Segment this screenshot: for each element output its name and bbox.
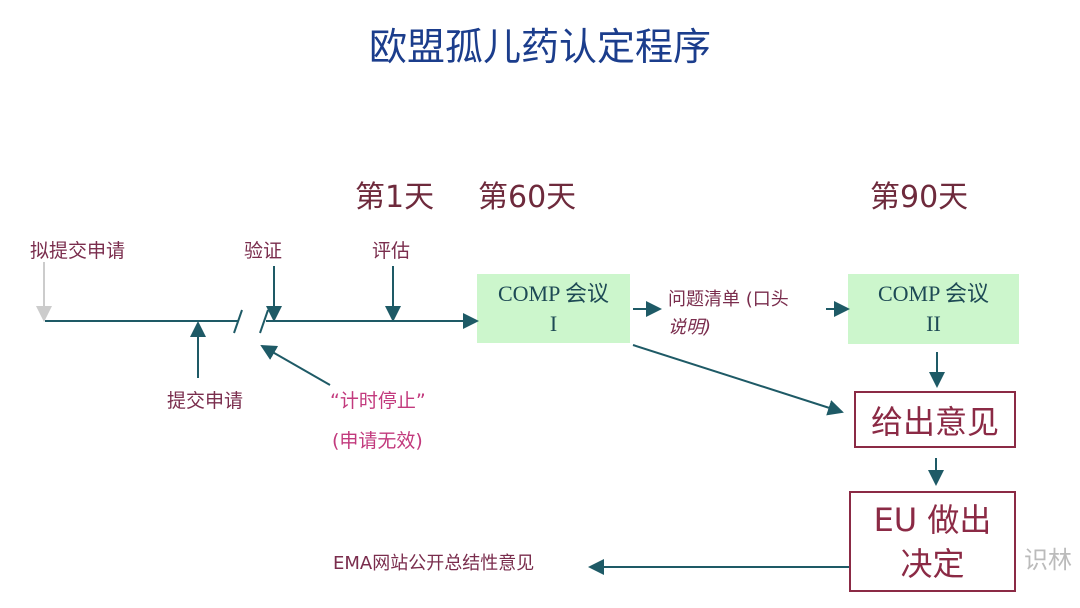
watermark: 识林 <box>1024 546 1072 574</box>
comp1-line1: COMP 会议 <box>497 280 610 306</box>
opinion-text: 给出意见 <box>870 402 999 441</box>
decision-line1: EU 做出 <box>873 500 992 539</box>
comp-meeting-2-box: COMP 会议 II <box>848 274 1019 344</box>
comp2-line1: COMP 会议 <box>877 281 990 306</box>
comp1-line2: I <box>549 310 558 336</box>
submit-label: 提交申请 <box>167 390 244 412</box>
ema-label: EMA网站公开总结性意见 <box>333 553 535 574</box>
pre-submit-label: 拟提交申请 <box>30 240 126 262</box>
assess-label: 评估 <box>372 240 411 262</box>
day-60-label: 第60天 <box>478 180 577 215</box>
comp-meeting-1-box: COMP 会议 I <box>477 274 630 343</box>
day-1-label: 第1天 <box>355 180 435 215</box>
questions-label-2: 说明) <box>668 317 712 338</box>
validate-label: 验证 <box>244 240 283 262</box>
day-90-label: 第90天 <box>870 180 969 215</box>
page-title: 欧盟孤儿药认定程序 <box>368 25 711 69</box>
break-slash-1 <box>233 309 243 334</box>
clock-stop-label: “计时停止” <box>330 390 426 412</box>
decision-line2: 决定 <box>900 544 965 583</box>
questions-label-1: 问题清单 (口头 <box>668 289 789 310</box>
clock-stop-arrow <box>260 345 331 386</box>
decision-box: EU 做出 决定 <box>849 491 1016 592</box>
comp2-line2: II <box>926 311 941 336</box>
opinion-box: 给出意见 <box>854 391 1016 448</box>
invalid-label: (申请无效) <box>332 430 423 452</box>
comp1-to-opinion-arrow <box>632 344 844 416</box>
